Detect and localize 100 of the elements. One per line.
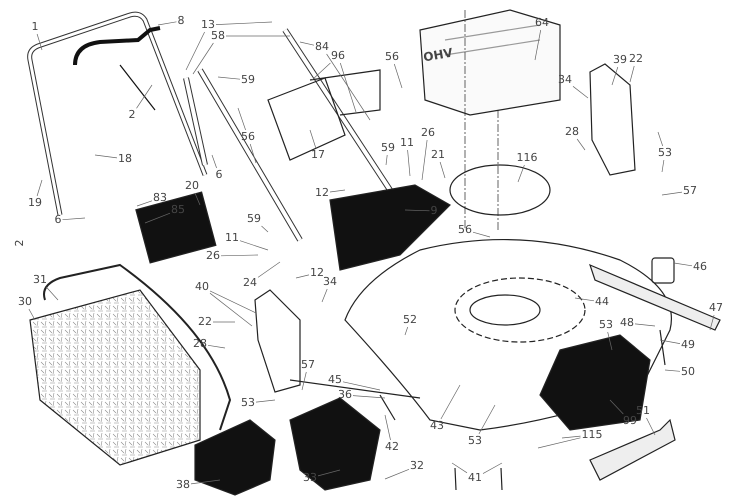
leader-line: [136, 84, 152, 109]
leader-line: [192, 42, 214, 74]
leader-line: [256, 400, 276, 402]
callout-number: 17: [311, 149, 325, 161]
callout-number: 58: [211, 30, 225, 42]
callout-number: 56: [241, 131, 255, 143]
leader-line: [36, 34, 42, 50]
leader-line: [662, 192, 682, 196]
callout-number: 115: [582, 429, 602, 441]
callout-number: 46: [693, 261, 707, 273]
callout-number: 2: [128, 109, 136, 121]
leader-line: [186, 32, 205, 70]
callout-number: 6: [216, 169, 222, 181]
callout-number: 38: [176, 479, 190, 491]
leader-line: [322, 288, 328, 302]
leader-line: [646, 418, 656, 436]
callout-number: 59: [247, 213, 261, 225]
callout-number: 57: [301, 359, 315, 371]
leader-line: [216, 22, 272, 25]
leader-line: [440, 162, 446, 178]
callout-number: 1: [32, 21, 38, 33]
leader-line: [386, 154, 388, 166]
leader-line: [658, 132, 664, 146]
callout-number: 53: [658, 147, 672, 159]
leader-line: [310, 130, 316, 148]
leader-line: [296, 274, 310, 278]
leader-line: [210, 292, 252, 326]
leader-line: [28, 308, 36, 320]
leader-line: [212, 154, 217, 168]
leader-line: [208, 344, 226, 348]
leader-line: [674, 262, 692, 266]
leader-line: [352, 395, 386, 398]
leader-line: [342, 381, 380, 390]
callout-number: 20: [185, 180, 199, 192]
leader-line: [534, 30, 542, 60]
callout-number: 11: [400, 137, 414, 149]
callout-number: 6: [54, 214, 62, 226]
callout-number: 47: [709, 302, 723, 314]
callout-number: 83: [153, 192, 167, 204]
callout-number: 8: [178, 15, 184, 27]
leader-line: [660, 340, 680, 344]
leader-line: [220, 254, 258, 256]
callout-number: 64: [535, 17, 549, 29]
callout-number: 52: [403, 314, 417, 326]
leader-line: [250, 144, 256, 164]
leader-line: [384, 468, 410, 480]
leader-line: [300, 42, 314, 46]
leader-line: [318, 470, 340, 476]
leader-line: [482, 462, 502, 474]
leader-line: [607, 332, 612, 350]
callout-number: 56: [458, 224, 472, 236]
callout-number: 42: [385, 441, 399, 453]
leader-line: [326, 54, 370, 120]
leader-line: [478, 404, 496, 434]
leader-line: [62, 218, 86, 220]
callout-number: 13: [201, 19, 215, 31]
callout-number: 116: [516, 152, 538, 164]
leader-line: [404, 326, 408, 336]
callout-number: 59: [241, 74, 255, 86]
leader-line: [46, 286, 58, 300]
callout-number: 44: [595, 296, 609, 308]
callout-number: 26: [206, 250, 220, 262]
leader-line: [158, 21, 177, 26]
callout-number: 39: [613, 54, 627, 66]
callout-number: 26: [421, 127, 435, 139]
callout-number: 12: [315, 187, 329, 199]
leader-line: [312, 62, 331, 80]
leader-line: [422, 140, 428, 180]
callout-number: 21: [431, 149, 445, 161]
page-mark: 2: [14, 240, 26, 246]
leader-line: [261, 226, 268, 232]
engine-marking: OHV: [422, 46, 454, 64]
callout-number: 32: [410, 460, 424, 472]
callout-number: 19: [28, 197, 42, 209]
leader-line: [218, 76, 240, 80]
leader-line: [440, 384, 460, 420]
callout-number: 24: [243, 277, 257, 289]
leader-line: [238, 108, 246, 130]
leader-line: [36, 180, 42, 196]
callout-number: 28: [565, 126, 579, 138]
callout-number: 96: [331, 50, 345, 62]
leader-line: [630, 66, 635, 82]
callout-number: 18: [118, 153, 132, 165]
callout-number: 56: [385, 51, 399, 63]
leader-line: [612, 66, 618, 86]
leader-line: [330, 190, 346, 192]
leader-line: [662, 160, 664, 172]
callout-number: 53: [241, 397, 255, 409]
leader-line: [258, 262, 280, 278]
callout-number: 30: [18, 296, 32, 308]
callout-number: 45: [328, 374, 342, 386]
leader-line: [664, 370, 680, 372]
leader-line: [576, 138, 586, 150]
leader-line: [562, 436, 581, 438]
callout-number: 84: [315, 41, 329, 53]
callout-number: 41: [468, 472, 482, 484]
leader-line: [240, 240, 268, 250]
callout-number: 36: [338, 389, 352, 401]
leader-line: [340, 62, 356, 112]
leader-line: [452, 462, 468, 474]
